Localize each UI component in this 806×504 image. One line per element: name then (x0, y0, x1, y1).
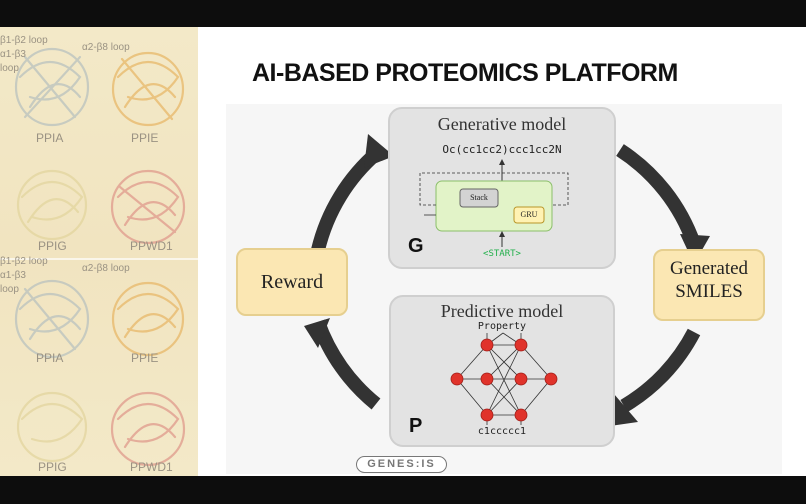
protein-label: PPIE (131, 351, 159, 365)
neural-network (450, 332, 558, 425)
top-letterbox (0, 0, 806, 27)
generated-smiles-box: Generated SMILES (653, 249, 765, 321)
cycle-arrows (304, 134, 710, 426)
protein-label: PPIA (36, 351, 64, 365)
loop-label-a1b3: α1-β3 (0, 49, 26, 60)
ppwd1-ribbon-1 (110, 169, 186, 245)
ppwd1-ribbon-2 (110, 391, 186, 467)
arrowhead-predictive (610, 394, 638, 426)
generative-model-title: Generative model (437, 114, 567, 134)
nn-node (514, 372, 528, 386)
arrow-predictive-to-reward (311, 319, 381, 410)
arrow-generative-to-smiles (616, 144, 701, 247)
gru-label: GRU (520, 210, 538, 219)
reward-label: Reward (260, 271, 324, 293)
ppie-ribbon-2 (111, 281, 185, 357)
stack-box (459, 188, 499, 208)
nn-node (514, 338, 528, 352)
network-edges (456, 332, 552, 425)
predictive-model-box: Predictive model Property (389, 295, 615, 447)
start-token: <START> (483, 249, 521, 259)
nn-node (480, 408, 494, 422)
stack-label: Stack (470, 193, 488, 202)
generative-model-box: Generative model Oc(cc1cc2)ccc1cc2N Stac… (388, 107, 616, 269)
ppig-ribbon-1 (16, 169, 88, 241)
protein-label: PPIA (36, 131, 64, 145)
arrow-smiles-to-predictive (620, 328, 701, 413)
generative-letter: G (408, 235, 424, 257)
protein-label: PPWD1 (130, 460, 173, 474)
nn-node (514, 408, 528, 422)
gru-box (513, 206, 545, 224)
nn-node (450, 372, 464, 386)
protein-label: PPIG (38, 460, 67, 474)
generated-label-line2: SMILES (675, 281, 743, 302)
bottom-letterbox (0, 476, 806, 504)
protein-label: PPIG (38, 239, 67, 253)
slide: β1-β2 loop α1-β3 loop α2-β8 loop PPIA PP… (0, 27, 806, 476)
slide-title: AI-BASED PROTEOMICS PLATFORM (252, 59, 678, 87)
ppig-ribbon-2 (16, 391, 88, 463)
input-smiles: c1ccccc1 (477, 426, 527, 437)
ppie-ribbon-1 (111, 51, 185, 127)
ppia-ribbon-1 (14, 47, 90, 127)
loop-label-loop: loop (0, 63, 19, 74)
generative-smiles-example: Oc(cc1cc2)ccc1cc2N (442, 143, 562, 156)
protein-label: PPWD1 (130, 239, 173, 253)
loop-label-b1b2: β1-β2 loop (0, 35, 48, 46)
loop-label-a2b8: α2-β8 loop (82, 263, 130, 274)
property-label: Property (477, 321, 527, 332)
protein-ribbon-drawings (0, 47, 198, 467)
loop-label-a1b3: α1-β3 (0, 270, 26, 281)
arrowhead-generative (364, 134, 394, 168)
generated-label-line1: Generated (669, 258, 749, 279)
protein-structure-panel: β1-β2 loop α1-β3 loop α2-β8 loop PPIA PP… (0, 27, 198, 476)
generative-rnn-schematic (419, 159, 569, 247)
nn-node (480, 372, 494, 386)
ppia-ribbon-2 (14, 279, 90, 359)
rl-cycle-diagram: Generative model Oc(cc1cc2)ccc1cc2N Stac… (226, 104, 782, 474)
loop-label-b1b2: β1-β2 loop (0, 256, 48, 267)
loop-label-loop: loop (0, 284, 19, 295)
loop-label-a2b8: α2-β8 loop (82, 42, 130, 53)
network-nodes (450, 338, 558, 422)
arrowhead-reward (304, 318, 330, 348)
nn-node (480, 338, 494, 352)
arrow-reward-to-generative (311, 146, 383, 252)
genesis-logo: GENES:IS (356, 456, 447, 473)
predictive-model-title: Predictive model (440, 301, 564, 321)
predictive-letter: P (409, 415, 423, 437)
protein-label: PPIE (131, 131, 159, 145)
nn-node (544, 372, 558, 386)
reward-box: Reward (236, 248, 348, 316)
